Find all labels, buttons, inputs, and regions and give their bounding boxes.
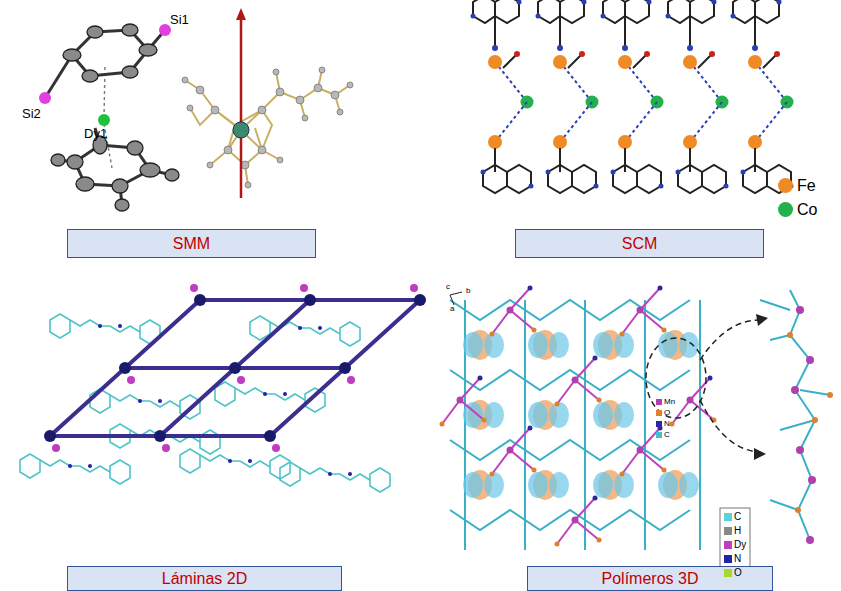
panel-label: SCM bbox=[622, 235, 658, 253]
legend-text: C bbox=[734, 512, 741, 522]
legend-text: Fe bbox=[797, 178, 816, 194]
legend-text: Co bbox=[797, 202, 817, 218]
panel-label: SMM bbox=[173, 235, 210, 253]
legend-text: C bbox=[664, 431, 670, 439]
legend-text: N bbox=[664, 420, 670, 428]
legend-swatch bbox=[778, 178, 793, 193]
legend-swatch bbox=[724, 513, 732, 521]
legend-swatch bbox=[724, 541, 732, 549]
legend-swatch bbox=[656, 399, 662, 405]
legend-text: Dy bbox=[734, 540, 746, 550]
legend-swatch bbox=[778, 202, 793, 217]
axis-label: b bbox=[466, 286, 470, 295]
atom-label: Dy1 bbox=[84, 126, 107, 141]
atom-label: Si2 bbox=[22, 106, 41, 121]
legend-swatch bbox=[724, 527, 732, 535]
panel-label: Láminas 2D bbox=[162, 570, 247, 588]
label-box: Láminas 2D bbox=[67, 566, 342, 591]
axis-label: a bbox=[450, 304, 454, 313]
label-box: SMM bbox=[67, 229, 316, 258]
label-box: SCM bbox=[515, 229, 764, 258]
legend-text: N bbox=[734, 554, 741, 564]
legend-text: O bbox=[734, 568, 742, 578]
legend-swatch bbox=[724, 569, 732, 577]
legend-swatch bbox=[724, 555, 732, 563]
legend-text: Mn bbox=[664, 398, 675, 406]
axis-label: c bbox=[446, 282, 450, 291]
legend-swatch bbox=[656, 410, 662, 416]
legend-text: O bbox=[664, 409, 670, 417]
legend-swatch bbox=[656, 421, 662, 427]
legend-text: H bbox=[734, 526, 741, 536]
atom-label: Si1 bbox=[170, 12, 189, 27]
panel-label: Polímeros 3D bbox=[602, 570, 699, 588]
legend-swatch bbox=[656, 432, 662, 438]
